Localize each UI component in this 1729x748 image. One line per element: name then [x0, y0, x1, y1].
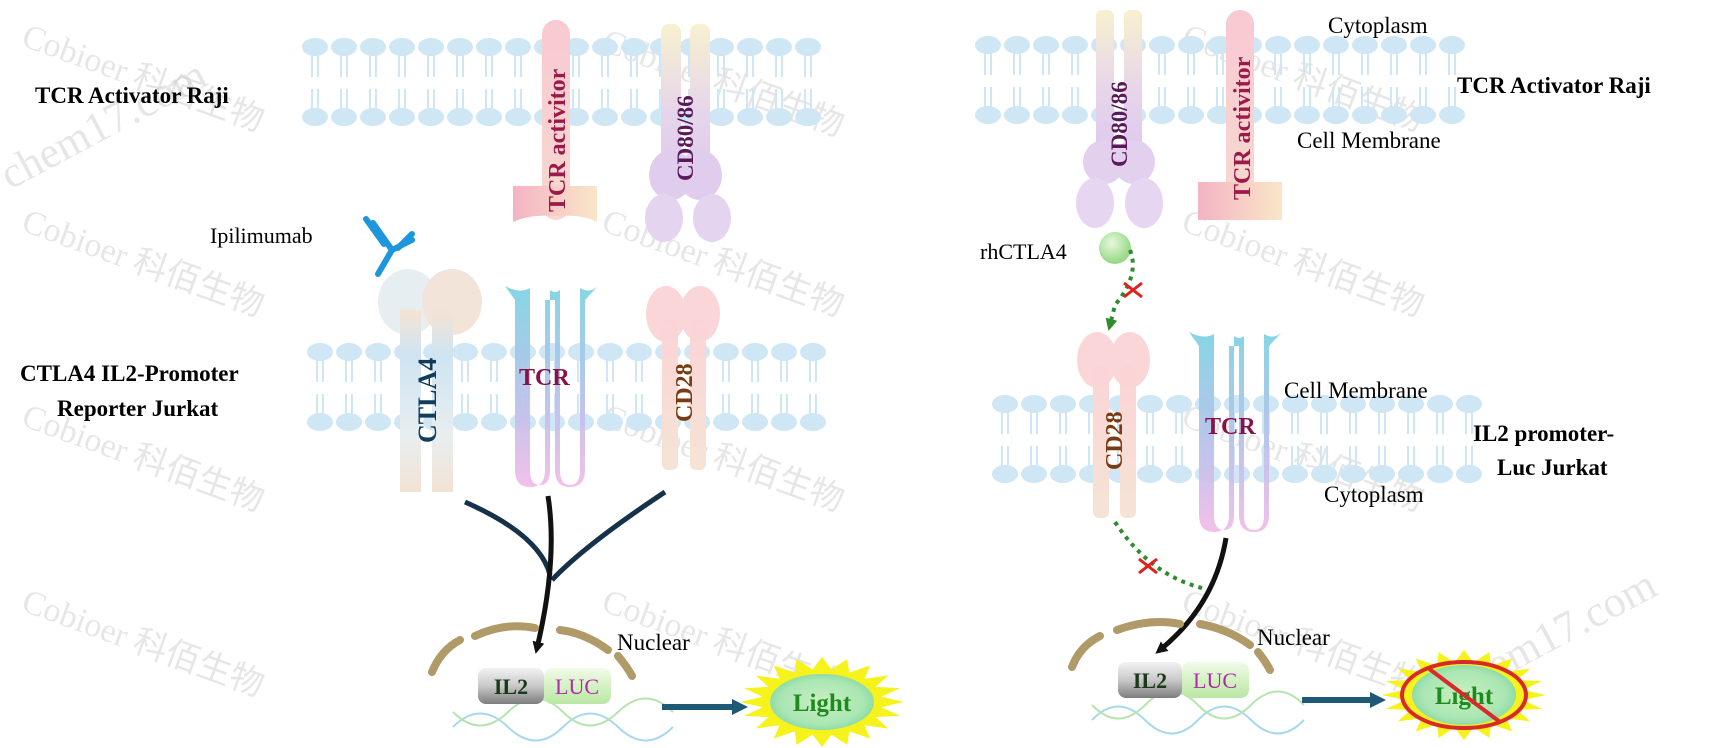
right-il2-gene: IL2 [1118, 662, 1182, 698]
left-panel: TCR Activator Raji CTLA4 IL2-Promoter Re… [20, 20, 904, 748]
left-cd80-86: CD80/86 [645, 24, 731, 242]
right-tcr-label: TCR [1205, 414, 1256, 440]
right-tcr: TCR [1189, 332, 1282, 532]
left-jurkat-label-line2: Reporter Jurkat [57, 396, 219, 421]
left-tcr: TCR [505, 286, 598, 487]
right-cd28: CD28 [1077, 332, 1150, 518]
antibody-icon [363, 216, 415, 277]
right-raji-label: TCR Activator Raji [1457, 73, 1651, 98]
right-membrane-bottom-label: Cell Membrane [1284, 378, 1428, 403]
left-luc-label: LUC [555, 674, 599, 699]
left-jurkat-label-line1: CTLA4 IL2-Promoter [20, 361, 239, 386]
left-light-burst: Light [740, 656, 904, 748]
watermark-text: Cobioer 科佰生物 [17, 582, 269, 705]
watermark-text: Cobioer 科佰生物 [17, 202, 269, 325]
right-cd80-86: CD80/86 [1076, 10, 1163, 228]
left-cd28: CD28 [646, 286, 720, 470]
left-il2-gene: IL2 [478, 668, 544, 704]
membrane-layer [302, 36, 1482, 483]
left-tcr-activator: TCR activitor [513, 20, 597, 222]
right-jurkat-label-line1: IL2 promoter- [1473, 421, 1614, 446]
ipilimumab-antibody: Ipilimumab [210, 216, 415, 277]
right-tcr-activator: TCR activitor [1198, 10, 1282, 220]
left-signal-curves [463, 489, 667, 654]
right-cytoplasm-top-label: Cytoplasm [1328, 13, 1428, 38]
right-tcr-activator-label: TCR activitor [1230, 56, 1256, 200]
right-jurkat-label-line2: Luc Jurkat [1497, 455, 1608, 480]
right-raji-membrane [975, 36, 1465, 124]
right-cytoplasm-bottom-label: Cytoplasm [1324, 482, 1424, 507]
right-luc-label: LUC [1193, 668, 1237, 693]
block-x-icon [1138, 557, 1158, 575]
rhctla4-label: rhCTLA4 [980, 239, 1067, 264]
left-tcr-activator-label: TCR activitor [545, 68, 571, 212]
block-x-icon [1123, 281, 1143, 299]
left-ctla4-label: CTLA4 [413, 358, 442, 443]
right-dna-helix [1091, 690, 1305, 735]
right-blocked-binding-arrow [1105, 249, 1143, 331]
right-nuclear-envelope [1068, 618, 1274, 674]
left-ctla4: CTLA4 [378, 269, 482, 492]
right-luc-gene: LUC [1182, 662, 1249, 698]
left-light-label: Light [793, 690, 852, 717]
right-light-burst: Light [1382, 649, 1546, 741]
left-tcr-label: TCR [519, 365, 570, 391]
left-cd28-label: CD28 [672, 363, 698, 422]
right-panel: Cytoplasm TCR Activator Raji Cell Membra… [980, 10, 1651, 741]
right-cd28-label: CD28 [1102, 411, 1128, 470]
right-blocked-cd28-signal [1113, 520, 1203, 590]
rhctla4-ball [1099, 232, 1131, 264]
left-il2-label: IL2 [494, 674, 528, 699]
left-nuclear-label: Nuclear [617, 630, 690, 655]
right-tcr-signal-arrow [1155, 537, 1229, 654]
left-luc-gene: LUC [544, 668, 611, 704]
right-nuclear-label: Nuclear [1257, 625, 1330, 650]
right-il2-label: IL2 [1133, 668, 1167, 693]
left-raji-label: TCR Activator Raji [35, 83, 229, 108]
left-cd80-86-label: CD80/86 [673, 95, 698, 181]
right-membrane-top-label: Cell Membrane [1297, 128, 1441, 153]
no-signal-icon [1400, 660, 1528, 730]
right-cd80-86-label: CD80/86 [1107, 81, 1132, 167]
ipilimumab-label: Ipilimumab [210, 223, 313, 248]
watermark-text: Cobioer 科佰生物 [1177, 202, 1429, 325]
left-dna-helix [452, 697, 674, 742]
left-nuclear-envelope [428, 622, 636, 680]
